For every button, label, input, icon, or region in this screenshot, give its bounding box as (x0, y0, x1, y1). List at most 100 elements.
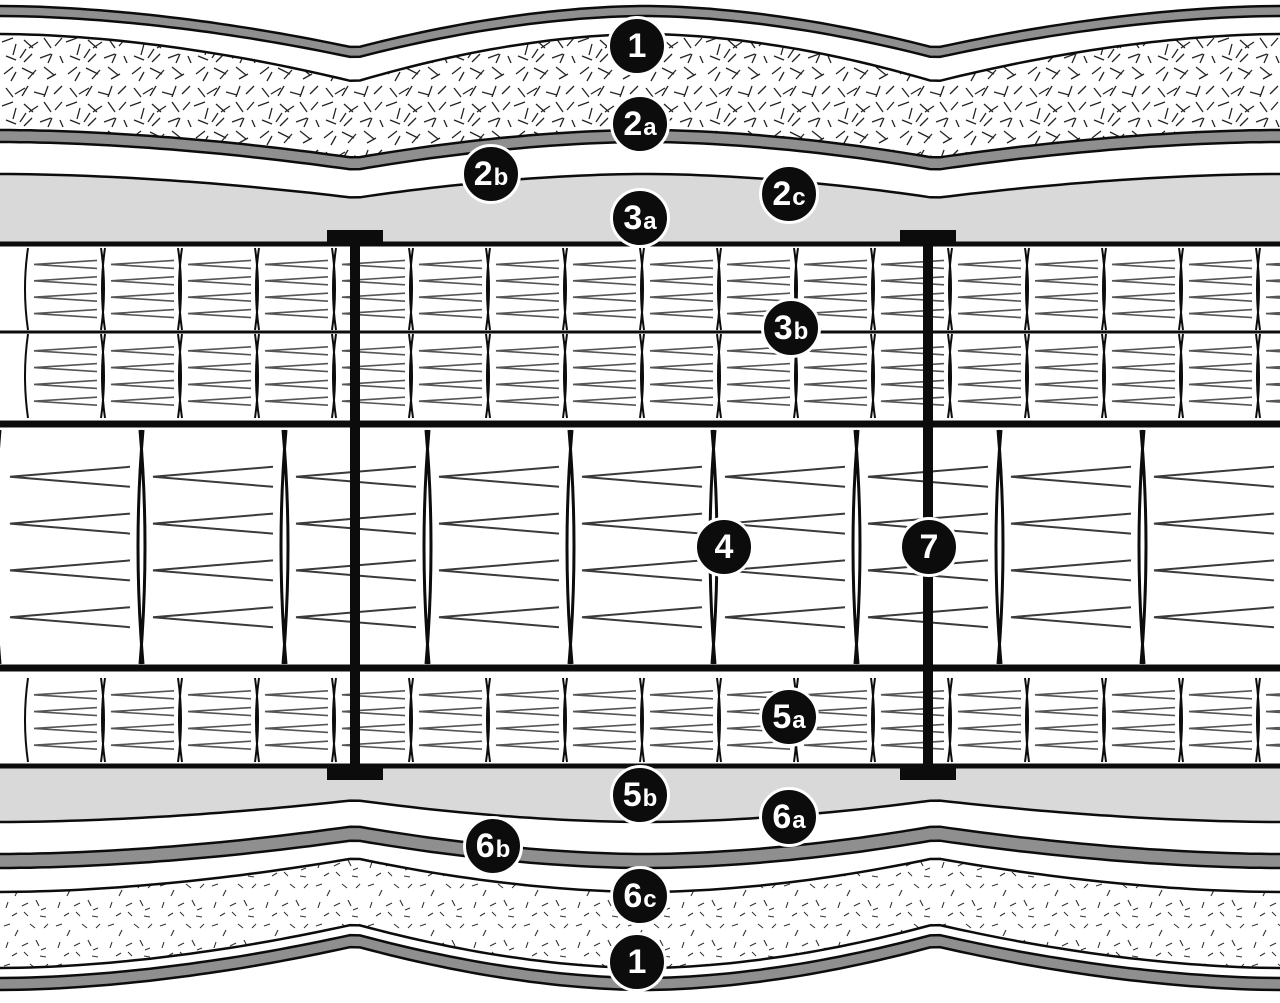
pocket-spring-upper (1025, 247, 1106, 331)
pocket-spring-upper (794, 247, 875, 331)
pocket-spring-lower (1025, 677, 1106, 763)
pocket-spring-upper (486, 247, 567, 331)
marker-label: 2 (623, 105, 643, 143)
marker-sublabel: a (643, 114, 657, 141)
marker-label: 6 (623, 877, 643, 915)
pocket-spring-lower (1102, 677, 1183, 763)
marker-sublabel: c (643, 886, 657, 913)
pocket-spring-upper (871, 247, 952, 331)
pocket-spring-upper (948, 333, 1029, 419)
pocket-spring-lower (101, 677, 182, 763)
pocket-spring-lower (24, 677, 105, 763)
pocket-spring-upper (1102, 333, 1183, 419)
frame-post (350, 232, 360, 780)
post-cap-bottom (900, 766, 956, 780)
marker-1-bottom: 1 (607, 932, 667, 992)
pocket-spring-upper (409, 247, 490, 331)
bottom-layer-line (0, 825, 1280, 856)
marker-label: 2 (772, 175, 792, 213)
pocket-spring-upper (101, 247, 182, 331)
pocket-spring-upper (640, 333, 721, 419)
pocket-spring-upper (255, 333, 336, 419)
pocket-spring-upper (1102, 247, 1183, 331)
marker-sublabel: a (643, 208, 657, 235)
pocket-spring-lower (871, 677, 952, 763)
marker-sublabel: b (793, 318, 809, 345)
main-spring (136, 429, 290, 665)
pocket-spring-upper (640, 247, 721, 331)
cover-bottom (0, 935, 1280, 990)
pocket-spring-upper (717, 247, 798, 331)
marker-4: 4 (694, 517, 754, 577)
pocket-spring-upper (1256, 333, 1280, 419)
marker-label: 6 (475, 827, 495, 865)
marker-sublabel: a (792, 807, 806, 834)
marker-label: 5 (772, 698, 792, 736)
cover-top (0, 6, 1280, 57)
marker-label: 3 (773, 309, 793, 347)
marker-label: 1 (627, 943, 647, 981)
pocket-spring-upper (1179, 247, 1260, 331)
pocket-spring-upper (563, 247, 644, 331)
pocket-spring-upper (409, 333, 490, 419)
marker-sublabel: b (493, 164, 509, 191)
pocket-spring-upper (24, 333, 105, 419)
pocket-spring-lower (563, 677, 644, 763)
marker-1-top: 1 (607, 16, 667, 76)
marker-7: 7 (899, 517, 959, 577)
marker-label: 3 (623, 199, 643, 237)
pocket-spring-lower (255, 677, 336, 763)
pocket-spring-lower (948, 677, 1029, 763)
pocket-spring-lower (178, 677, 259, 763)
main-spring (422, 429, 576, 665)
main-spring (1137, 429, 1275, 665)
pocket-spring-upper (178, 247, 259, 331)
pocket-spring-upper (486, 333, 567, 419)
pocket-spring-upper (332, 333, 413, 419)
pocket-spring-upper (178, 333, 259, 419)
marker-label: 1 (627, 27, 647, 65)
pocket-spring-lower (640, 677, 721, 763)
pocket-spring-lower (332, 677, 413, 763)
marker-label: 4 (714, 528, 734, 566)
pocket-spring-lower (1179, 677, 1260, 763)
frame-post (923, 232, 933, 780)
pocket-spring-upper (871, 333, 952, 419)
pocket-spring-upper (255, 247, 336, 331)
marker-sublabel: c (792, 184, 806, 211)
post-cap-top (327, 230, 383, 244)
top-layer-line (0, 4, 1280, 49)
pocket-spring-upper (101, 333, 182, 419)
top-layer-line (0, 172, 1280, 199)
pocket-spring-lower (486, 677, 567, 763)
pocket-spring-upper (1025, 333, 1106, 419)
pocket-spring-upper (948, 247, 1029, 331)
pocket-spring-lower (409, 677, 490, 763)
comfort-layer-bottom (0, 826, 1280, 868)
marker-label: 7 (919, 528, 939, 566)
marker-sublabel: b (495, 836, 511, 863)
comfort-layer-top (0, 130, 1280, 170)
post-cap-bottom (327, 766, 383, 780)
marker-sublabel: a (792, 707, 806, 734)
marker-label: 5 (622, 776, 642, 814)
marker-label: 6 (772, 798, 792, 836)
main-spring (0, 429, 147, 665)
marker-label: 2 (473, 155, 493, 193)
pocket-spring-upper (24, 247, 105, 331)
main-spring (994, 429, 1148, 665)
post-cap-top (900, 230, 956, 244)
pocket-spring-upper (1256, 247, 1280, 331)
pocket-spring-lower (1256, 677, 1280, 763)
